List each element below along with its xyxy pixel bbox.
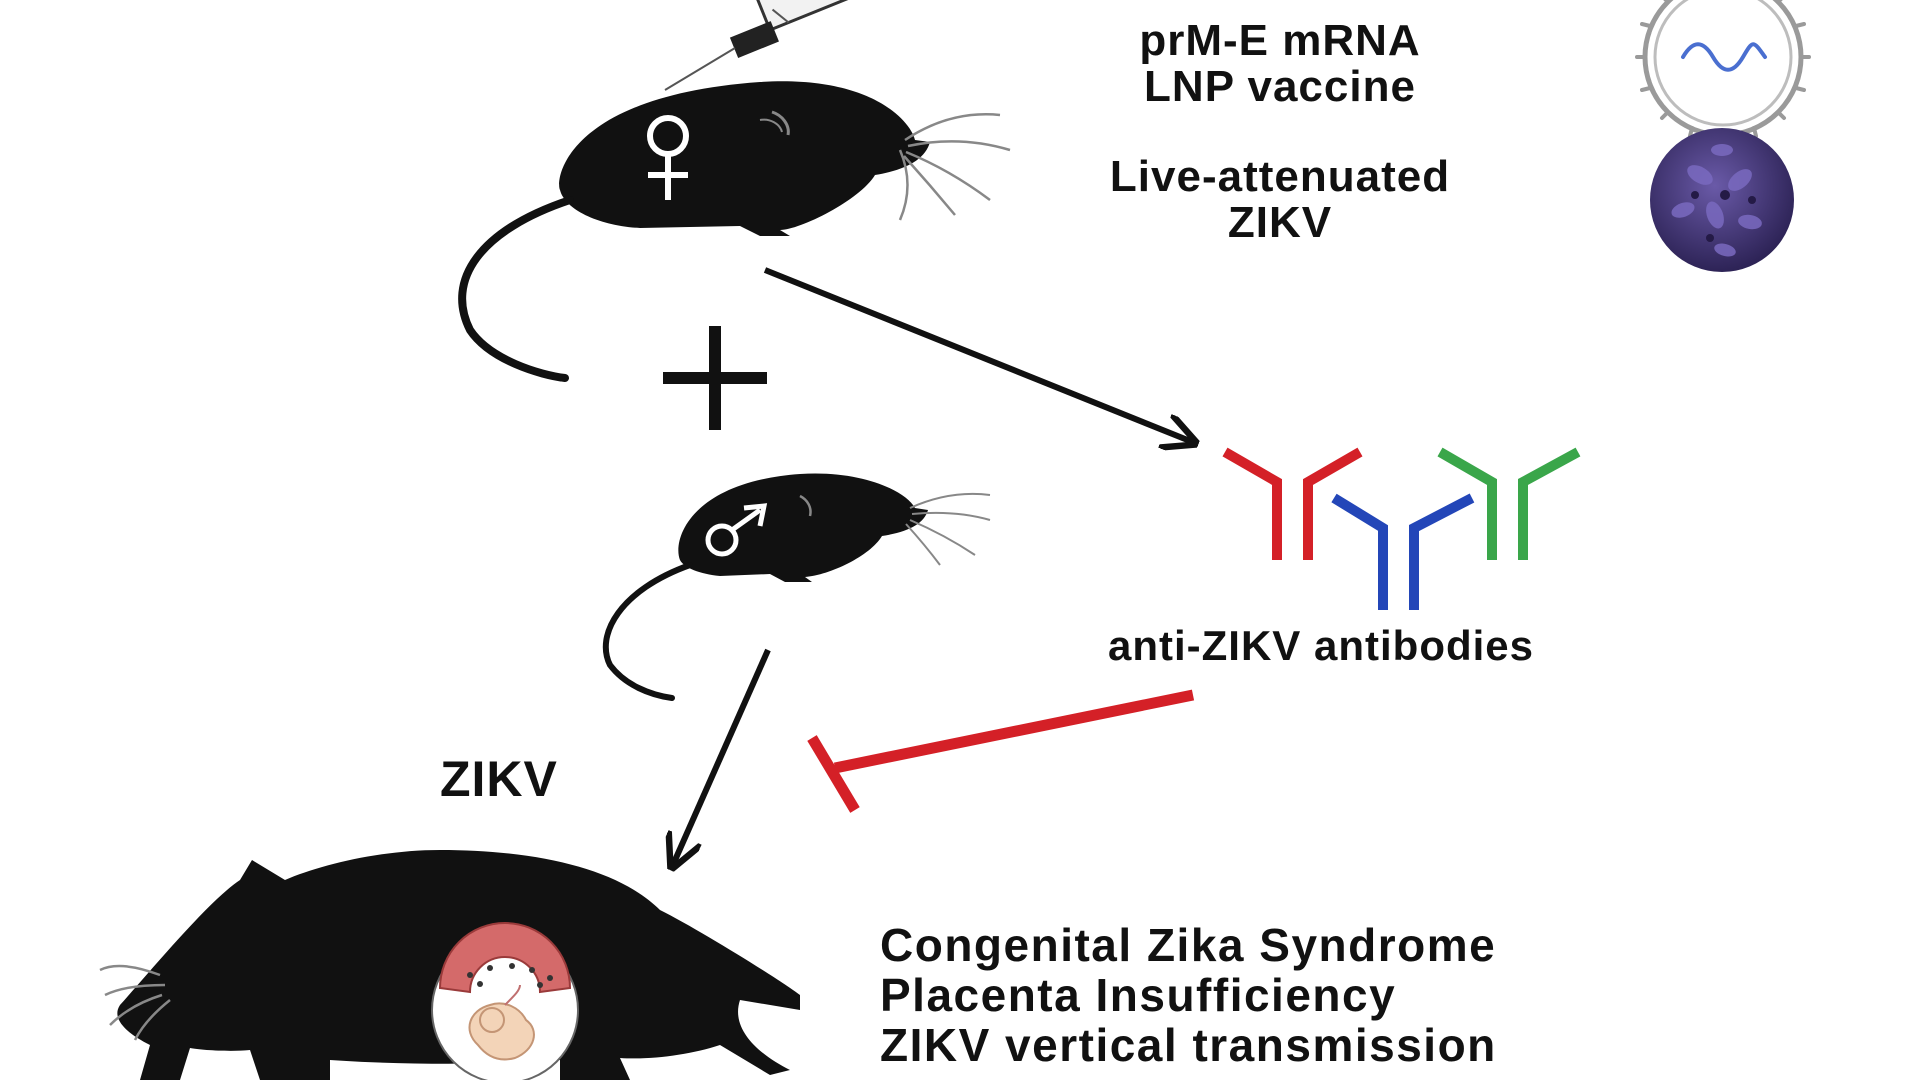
- pregnant-mouse-icon: [99, 850, 800, 1080]
- live-attenuated-virus-icon: [1650, 128, 1794, 272]
- live-attenuated-label: Live-attenuated ZIKV: [1035, 154, 1525, 246]
- mrna-vaccine-label: prM-E mRNA LNP vaccine: [1075, 18, 1485, 110]
- outcome-list: Congenital Zika Syndrome Placenta Insuff…: [880, 920, 1497, 1070]
- outcome-item: Congenital Zika Syndrome: [880, 919, 1497, 971]
- arrow-male-to-offspring: [672, 648, 771, 867]
- female-mouse-icon: [458, 81, 1011, 382]
- mrna-vaccine-label-line2: LNP vaccine: [1144, 62, 1416, 111]
- outcome-item: ZIKV vertical transmission: [880, 1019, 1497, 1071]
- plus-sign-icon: [663, 326, 767, 430]
- lnp-vaccine-icon: [1635, 0, 1811, 145]
- male-mouse-icon: [602, 473, 991, 701]
- arrow-female-to-antibodies: [763, 267, 1195, 443]
- antibodies-label: anti-ZIKV antibodies: [1108, 622, 1535, 669]
- syringe-icon: [664, 0, 928, 91]
- mrna-vaccine-label-line1: prM-E mRNA: [1139, 16, 1421, 65]
- outcome-item: Placenta Insufficiency: [880, 969, 1397, 1021]
- live-attenuated-label-line1: Live-attenuated: [1109, 152, 1451, 201]
- antibody-green-icon: [1437, 447, 1581, 560]
- antibody-red-icon: [1222, 447, 1363, 560]
- antibody-blue-icon: [1331, 493, 1475, 610]
- inhibition-bar: [807, 689, 1195, 813]
- zikv-infection-label: ZIKV: [440, 751, 558, 807]
- live-attenuated-label-line2: ZIKV: [1227, 198, 1333, 247]
